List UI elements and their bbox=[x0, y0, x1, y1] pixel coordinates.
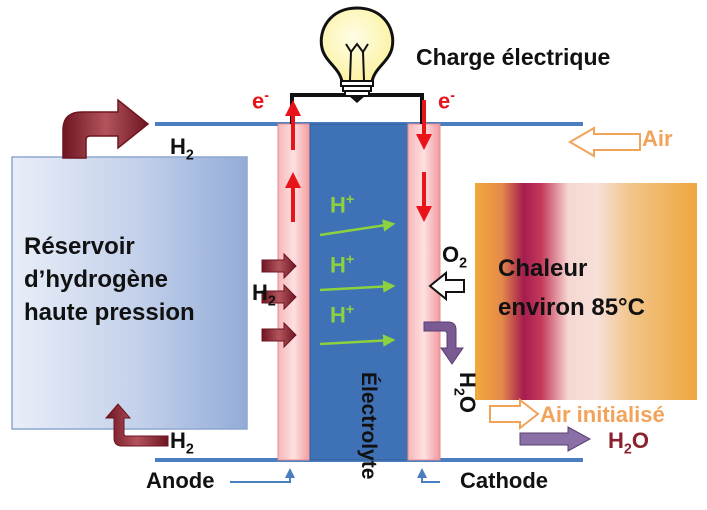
h2-return-arrow bbox=[104, 403, 169, 447]
h2o-label-vertical: H2O bbox=[450, 372, 480, 413]
electron-label-left: e- bbox=[252, 88, 270, 114]
light-bulb-icon bbox=[319, 6, 395, 103]
h2-label-top: H2 bbox=[170, 134, 194, 164]
heat-box bbox=[475, 183, 697, 400]
h2o-output-arrow bbox=[519, 426, 592, 452]
anode-label: Anode bbox=[146, 468, 215, 493]
h2-input-arrow-2 bbox=[261, 283, 297, 311]
proton-arrow-3 bbox=[319, 334, 396, 347]
h2-pipe-top-arrow bbox=[62, 98, 150, 159]
cathode-label: Cathode bbox=[460, 468, 548, 493]
electron-label-right: e- bbox=[438, 88, 456, 114]
h2-label-middle: H2 bbox=[252, 280, 276, 310]
h2-label-bottom: H2 bbox=[170, 428, 194, 458]
h2o-bent-arrow bbox=[423, 321, 464, 365]
reservoir-box bbox=[11, 156, 248, 430]
electrolyte-label: Électrolyte bbox=[357, 372, 380, 480]
proton-label-1: H+ bbox=[330, 192, 355, 218]
load-label: Charge électrique bbox=[416, 44, 611, 70]
proton-label-2: H+ bbox=[330, 252, 355, 278]
air-output-arrow bbox=[489, 397, 540, 431]
proton-label-3: H+ bbox=[330, 302, 355, 328]
air-output-label: Air initialisé bbox=[540, 402, 665, 427]
air-input-arrow bbox=[568, 126, 641, 158]
proton-arrow-1 bbox=[319, 219, 396, 237]
air-label: Air bbox=[642, 126, 673, 151]
heat-label: Chaleur environ 85°C bbox=[498, 255, 645, 321]
cathode-pointer bbox=[417, 468, 440, 483]
reservoir-label: Réservoir d’hydrogène haute pression bbox=[24, 233, 195, 326]
o2-label: O2 bbox=[442, 242, 468, 272]
h2o-output-label: H2O bbox=[608, 428, 649, 458]
h2-input-arrow-1 bbox=[261, 252, 297, 280]
o2-arrow bbox=[428, 270, 465, 302]
anode-pointer bbox=[230, 468, 295, 483]
h2-input-arrow-3 bbox=[261, 321, 297, 349]
proton-arrow-2 bbox=[319, 280, 396, 293]
